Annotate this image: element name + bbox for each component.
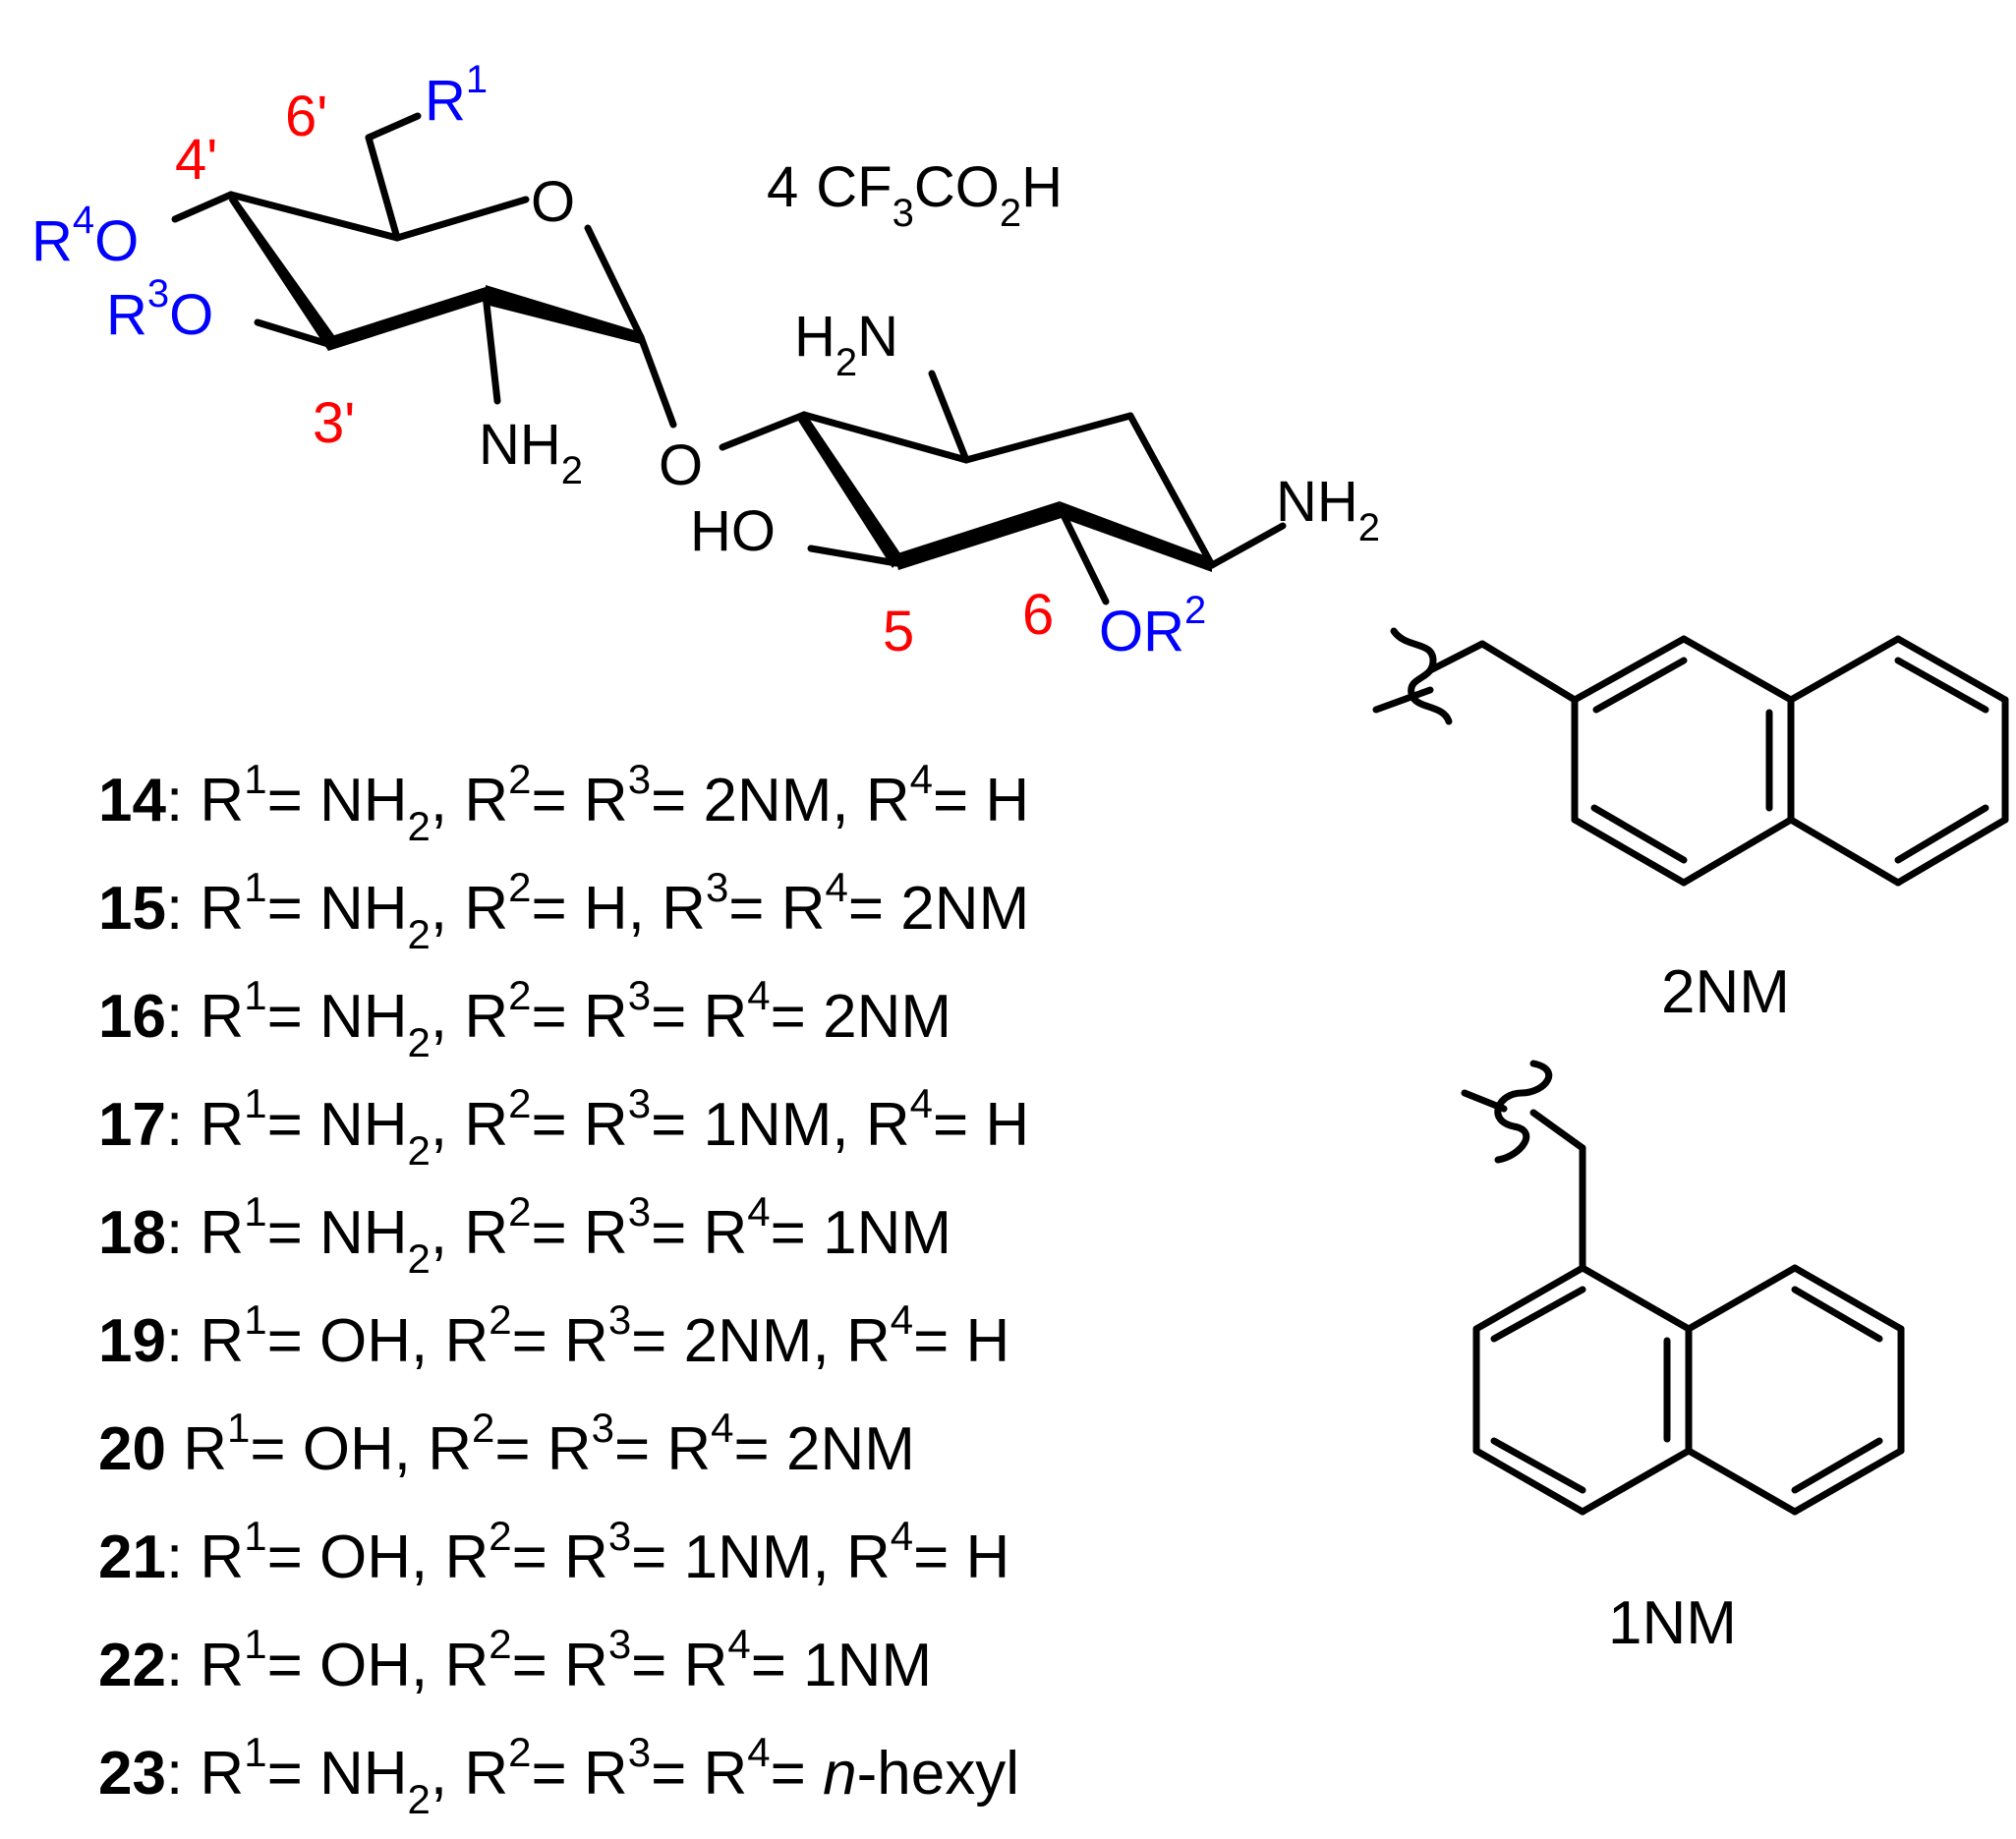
sugar-ring-bonds (171, 112, 677, 429)
glycosidic-oxygen-label: O (659, 433, 703, 497)
compound-line: 20 R1= OH, R2= R3= R4= 2NM (98, 1405, 915, 1483)
compound-line: 19: R1= OH, R2= R3= 2NM, R4= H (98, 1296, 1009, 1375)
compound-line: 22: R1= OH, R2= R3= R4= 1NM (98, 1621, 932, 1699)
compound-line: 18: R1= NH2, R2= R3= R4= 1NM (98, 1188, 951, 1282)
r4o-label: R4O (31, 199, 139, 273)
aminocyclitol-ring-wedges (798, 411, 1212, 572)
compound-id: 21 (98, 1523, 166, 1591)
position-4prime-label: 4' (175, 128, 217, 192)
compound-id: 19 (98, 1307, 166, 1375)
amine-2prime-label: NH2 (479, 413, 583, 492)
compound-line: 17: R1= NH2, R2= R3= 1NM, R4= H (98, 1080, 1029, 1174)
amine-3-label: H2N (794, 305, 898, 384)
compound-id: 18 (98, 1199, 166, 1267)
compound-line: 21: R1= OH, R2= R3= 1NM, R4= H (98, 1513, 1009, 1591)
compound-id: 20 (98, 1415, 166, 1483)
compound-id: 14 (98, 767, 166, 834)
compound-list: 14: R1= NH2, R2= R3= 2NM, R4= H 15: R1= N… (98, 756, 1029, 1822)
position-5-label: 5 (883, 600, 914, 663)
compound-line: 16: R1= NH2, R2= R3= R4= 2NM (98, 972, 951, 1065)
r1-label: R1 (425, 58, 488, 133)
fragment-1nm-label: 1NM (1608, 1589, 1737, 1657)
position-6prime-label: 6' (285, 85, 327, 148)
compound-line: 23: R1= NH2, R2= R3= R4= n-hexyl (98, 1729, 1019, 1822)
position-6-label: 6 (1022, 583, 1054, 647)
r3o-label: R3O (106, 272, 213, 347)
hydroxyl-4-label: HO (690, 499, 776, 563)
compound-id: 15 (98, 875, 166, 943)
ring-oxygen-label: O (531, 170, 575, 234)
position-3prime-label: 3' (313, 391, 355, 455)
or2-label: OR2 (1099, 589, 1206, 663)
fragment-2nm-label: 2NM (1661, 958, 1790, 1026)
sugar-ring-wedges (229, 191, 641, 351)
atom-labels: R1 O R4O R3O NH2 O H2N HO NH2 OR2 6' 4' … (31, 58, 1380, 663)
attachment-wavy-bond (1390, 627, 1453, 725)
compound-id: 22 (98, 1632, 166, 1699)
compound-id: 17 (98, 1091, 166, 1159)
compound-line: 15: R1= NH2, R2= H, R3= R4= 2NM (98, 864, 1029, 957)
fragment-1nm (1461, 1060, 1905, 1516)
compound-line: 14: R1= NH2, R2= R3= 2NM, R4= H (98, 756, 1029, 849)
compound-id: 23 (98, 1740, 166, 1808)
compound-id: 16 (98, 983, 166, 1051)
amine-1-label: NH2 (1276, 470, 1380, 549)
aminocyclitol-ring-bonds (719, 370, 1287, 605)
fragment-2nm (1372, 627, 2009, 887)
